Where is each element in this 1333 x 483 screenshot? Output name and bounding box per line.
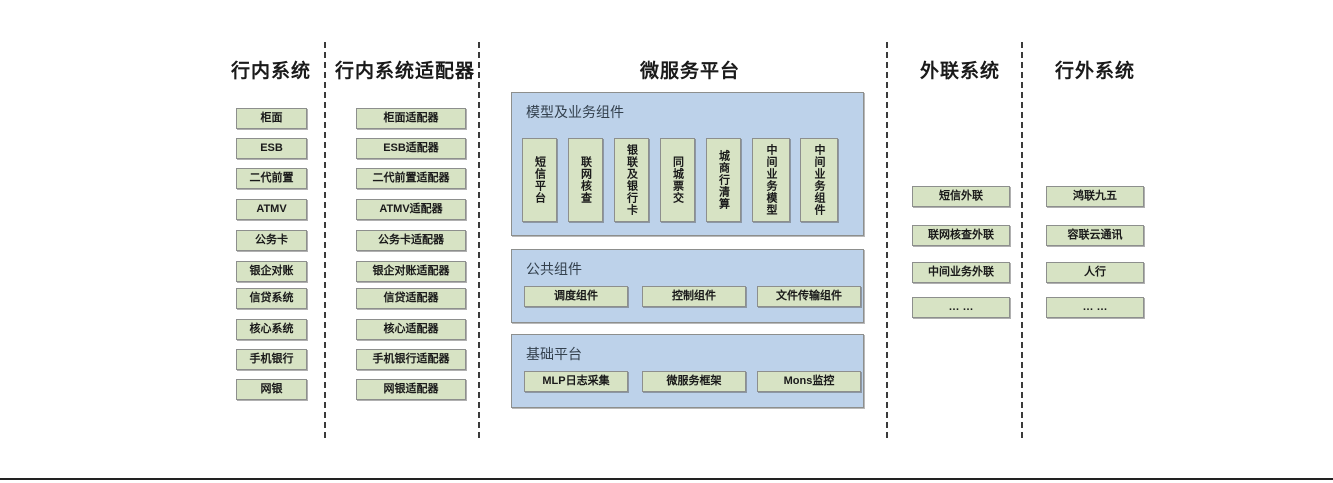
node-adapter-3[interactable]: 二代前置适配器 [356,168,466,189]
node-adapter-6[interactable]: 银企对账适配器 [356,261,466,282]
node-base-platform-2[interactable]: 微服务框架 [642,371,746,392]
node-intra-system-3[interactable]: 二代前置 [236,168,307,189]
node-adapter-7[interactable]: 信贷适配器 [356,288,466,309]
node-off-bank-3[interactable]: 人行 [1046,262,1144,283]
node-model-component-5[interactable]: 城商行清算 [706,138,741,222]
node-model-component-2[interactable]: 联网核查 [568,138,603,222]
node-model-component-7[interactable]: 中间业务组件 [800,138,838,222]
node-model-component-1[interactable]: 短信平台 [522,138,557,222]
node-adapter-9[interactable]: 手机银行适配器 [356,349,466,370]
node-model-component-6[interactable]: 中间业务模型 [752,138,790,222]
bottom-rule [0,478,1333,480]
node-intra-system-1[interactable]: 柜面 [236,108,307,129]
node-intra-system-10[interactable]: 网银 [236,379,307,400]
divider-4 [1021,42,1023,438]
node-adapter-2[interactable]: ESB适配器 [356,138,466,159]
node-intra-system-9[interactable]: 手机银行 [236,349,307,370]
node-model-component-3[interactable]: 银联及银行卡 [614,138,649,222]
node-liaison-2[interactable]: 联网核查外联 [912,225,1010,246]
panel-title-base-platform: 基础平台 [526,346,582,362]
node-public-component-2[interactable]: 控制组件 [642,286,746,307]
node-off-bank-4[interactable]: … … [1046,297,1144,318]
node-intra-system-7[interactable]: 信贷系统 [236,288,307,309]
node-adapter-8[interactable]: 核心适配器 [356,319,466,340]
divider-1 [324,42,326,438]
column-title-external-liaison-systems: 外联系统 [919,61,1000,82]
node-intra-system-8[interactable]: 核心系统 [236,319,307,340]
node-adapter-5[interactable]: 公务卡适配器 [356,230,466,251]
column-title-microservice-platform: 微服务平台 [639,61,740,82]
node-base-platform-3[interactable]: Mons监控 [757,371,861,392]
node-off-bank-2[interactable]: 容联云通讯 [1046,225,1144,246]
node-public-component-1[interactable]: 调度组件 [524,286,628,307]
node-intra-system-5[interactable]: 公务卡 [236,230,307,251]
panel-title-model-business-components: 模型及业务组件 [526,104,624,120]
node-public-component-3[interactable]: 文件传输组件 [757,286,861,307]
node-liaison-1[interactable]: 短信外联 [912,186,1010,207]
divider-2 [478,42,480,438]
node-liaison-4[interactable]: … … [912,297,1010,318]
node-intra-system-6[interactable]: 银企对账 [236,261,307,282]
column-title-intra-bank-systems: 行内系统 [230,61,311,82]
node-off-bank-1[interactable]: 鸿联九五 [1046,186,1144,207]
node-liaison-3[interactable]: 中间业务外联 [912,262,1010,283]
panel-title-public-components: 公共组件 [526,261,582,277]
node-adapter-1[interactable]: 柜面适配器 [356,108,466,129]
node-intra-system-2[interactable]: ESB [236,138,307,159]
node-adapter-4[interactable]: ATMV适配器 [356,199,466,220]
node-base-platform-1[interactable]: MLP日志采集 [524,371,628,392]
node-intra-system-4[interactable]: ATMV [236,199,307,220]
column-title-intra-bank-adapters: 行内系统适配器 [334,61,475,82]
node-model-component-4[interactable]: 同城票交 [660,138,695,222]
node-adapter-10[interactable]: 网银适配器 [356,379,466,400]
divider-3 [886,42,888,438]
column-title-off-bank-systems: 行外系统 [1054,61,1135,82]
